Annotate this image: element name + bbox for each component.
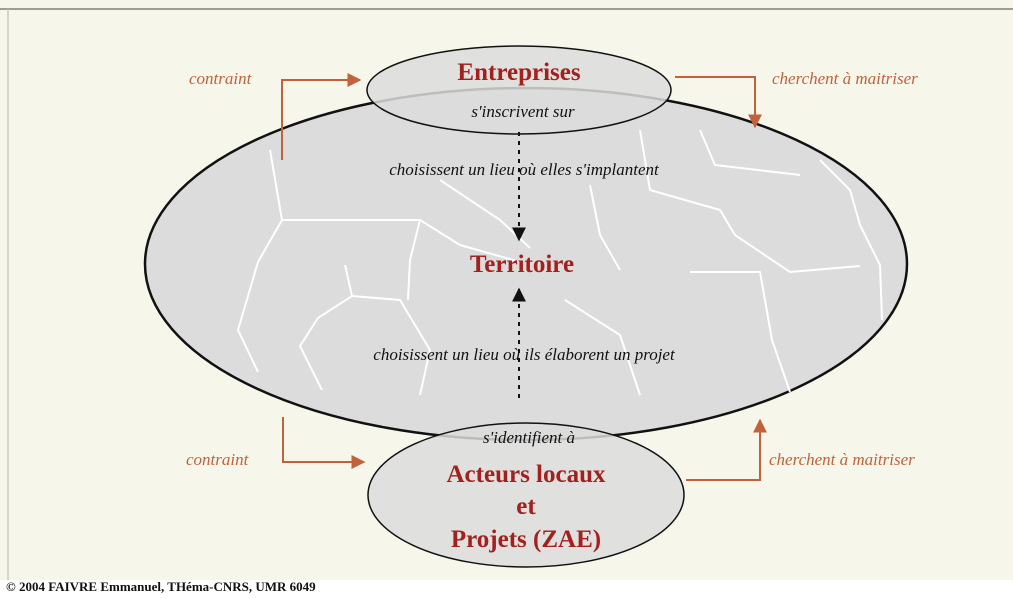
label-identifient: s'identifient à <box>483 428 575 447</box>
acteurs-title-line2: et <box>516 493 536 520</box>
label-contraint-bottom: contraint <box>186 450 250 469</box>
label-inscrivent: s'inscrivent sur <box>471 102 575 121</box>
cherchent-bottom-arrow <box>686 418 767 481</box>
copyright-notice: © 2004 FAIVRE Emmanuel, THéma-CNRS, UMR … <box>6 579 316 594</box>
territoire-title: Territoire <box>470 251 574 278</box>
label-choisissent-entreprises: choisissent un lieu où elles s'implanten… <box>389 160 660 179</box>
label-choisissent-acteurs: choisissent un lieu où ils élaborent un … <box>373 345 676 364</box>
cherchent-top-arrow <box>675 76 762 129</box>
entreprises-title: Entreprises <box>457 59 580 86</box>
label-contraint-top: contraint <box>189 69 253 88</box>
acteurs-title-line1: Acteurs locaux <box>447 461 606 488</box>
contraint-bottom-arrow <box>282 417 366 469</box>
contraint-top-arrow <box>281 73 362 160</box>
label-cherchent-top: cherchent à maitriser <box>772 69 918 88</box>
acteurs-ellipse <box>367 422 685 568</box>
acteurs-title-line3: Projets (ZAE) <box>451 526 601 553</box>
label-cherchent-bottom: cherchent à maitriser <box>769 450 915 469</box>
